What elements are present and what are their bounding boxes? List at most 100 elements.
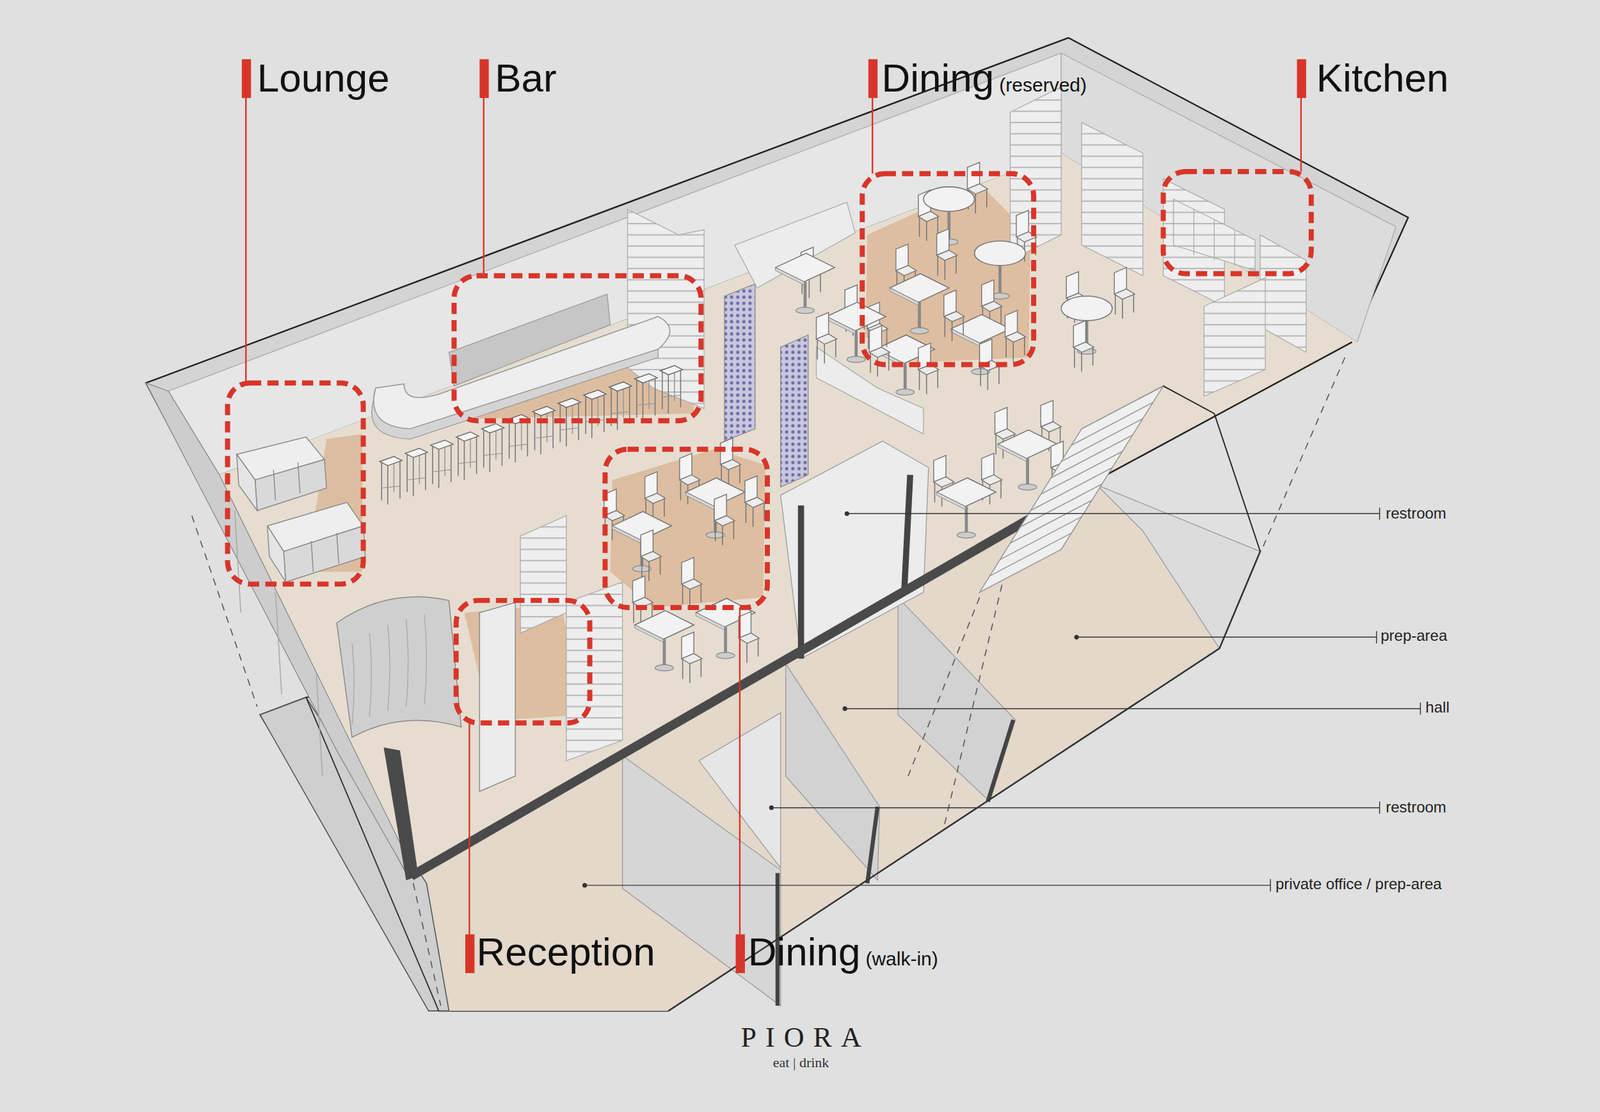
front-wall-section (383, 747, 418, 880)
lounge-sofa (267, 525, 287, 582)
room-leader (1074, 634, 1079, 639)
kitchen-shelving (1081, 122, 1144, 276)
upper-level (234, 510, 242, 614)
staircase (1071, 401, 1154, 445)
bar-stools (379, 365, 683, 505)
kitchen-shelving (1193, 209, 1195, 256)
lower-level (1096, 485, 1261, 649)
kitchen-shelving (1009, 87, 1306, 397)
room-leader (583, 883, 587, 888)
room-leader (1379, 801, 1380, 814)
callout-bar (465, 933, 475, 973)
upper-level (275, 592, 282, 695)
staircase (1081, 385, 1164, 429)
upper-level (145, 37, 1408, 877)
dining-furniture (714, 494, 735, 546)
staircase (990, 533, 1072, 576)
reception-desk (336, 596, 462, 737)
bar-stools (481, 423, 505, 472)
zone-outline (1163, 171, 1312, 274)
dining-furniture (869, 325, 890, 377)
lower-level (785, 663, 880, 880)
kitchen-shelving (1173, 199, 1256, 271)
kitchen-shelving (1203, 277, 1266, 397)
room-callout: prep-area (1380, 627, 1448, 644)
upper-level (316, 673, 323, 777)
dining-furniture (944, 289, 965, 342)
zone-floor (865, 183, 1031, 363)
room-leader (846, 513, 1380, 514)
dining-furniture (1114, 267, 1135, 319)
bar-stools (379, 456, 402, 505)
room-leader (769, 805, 774, 810)
restroom-wall (798, 505, 805, 659)
reception-desk (479, 602, 516, 792)
restroom-wall (780, 440, 929, 659)
logo-tagline: eat | drink (773, 1055, 829, 1070)
room-leader (771, 807, 1380, 808)
lounge-sofa (311, 540, 313, 572)
staircase (979, 385, 1164, 592)
lounge-sofa (236, 437, 366, 582)
dining-furniture (640, 529, 662, 582)
staircase (979, 385, 1261, 592)
room-callout: private office / prep-area (1275, 876, 1442, 892)
room-callout: restroom (1385, 799, 1447, 815)
room-callout: hall (1425, 699, 1449, 715)
zone-label: Dining (881, 58, 995, 98)
lower-level (1219, 551, 1261, 649)
room-leader (1420, 702, 1421, 715)
lounge-sofa (298, 462, 301, 494)
projection-dash (1263, 357, 1346, 546)
projection-dash (413, 883, 441, 1006)
dining-furniture (936, 477, 996, 538)
zone-outline (454, 275, 702, 421)
bar-stools (532, 406, 555, 455)
room-leader (844, 511, 849, 516)
zone-outline (227, 171, 1312, 723)
lower-level (897, 597, 1016, 802)
dining-furniture (738, 611, 760, 663)
lounge-sofa (336, 533, 339, 564)
lounge-sofa (236, 454, 258, 511)
partition-shelving (520, 515, 567, 633)
zone-qualifier: (walk-in) (865, 949, 938, 969)
zone-label: Lounge (257, 58, 390, 98)
lounge-sofa (255, 459, 328, 511)
room-leader (842, 706, 847, 711)
callout-leader (245, 97, 1302, 934)
dining-furniture (936, 228, 958, 280)
lower-level (668, 648, 1220, 1011)
lower-level (987, 720, 1014, 802)
callout-bar (241, 59, 251, 99)
bar-stools (430, 439, 454, 488)
lounge-sofa (283, 525, 366, 582)
zone-outline (456, 600, 591, 723)
front-wall-section (411, 480, 1097, 877)
dining-furniture (1004, 310, 1026, 362)
callout-leader (1300, 97, 1302, 172)
bar-stools (456, 432, 479, 480)
partition-shelving (780, 334, 809, 488)
zone-qualifier: (reserved) (999, 75, 1087, 95)
zone-outline (604, 449, 768, 608)
zone-label: Reception (476, 931, 656, 972)
logo-wordmark: PIORA (731, 1023, 871, 1052)
zone-label: Bar (494, 58, 557, 98)
staircase (990, 385, 1164, 576)
dining-furniture (681, 557, 703, 609)
dining-furniture (918, 343, 939, 395)
dining-furniture (1073, 320, 1094, 372)
kitchen-shelving (1214, 219, 1215, 261)
bar-stools (583, 389, 607, 438)
lower-level (867, 806, 878, 884)
bar-stools (634, 373, 658, 422)
staircase (1040, 451, 1123, 495)
dining-furniture (816, 312, 838, 364)
reception-desk (336, 596, 516, 792)
lounge-sofa (273, 469, 276, 501)
callout-bar (736, 933, 745, 973)
staircase (1020, 483, 1103, 527)
